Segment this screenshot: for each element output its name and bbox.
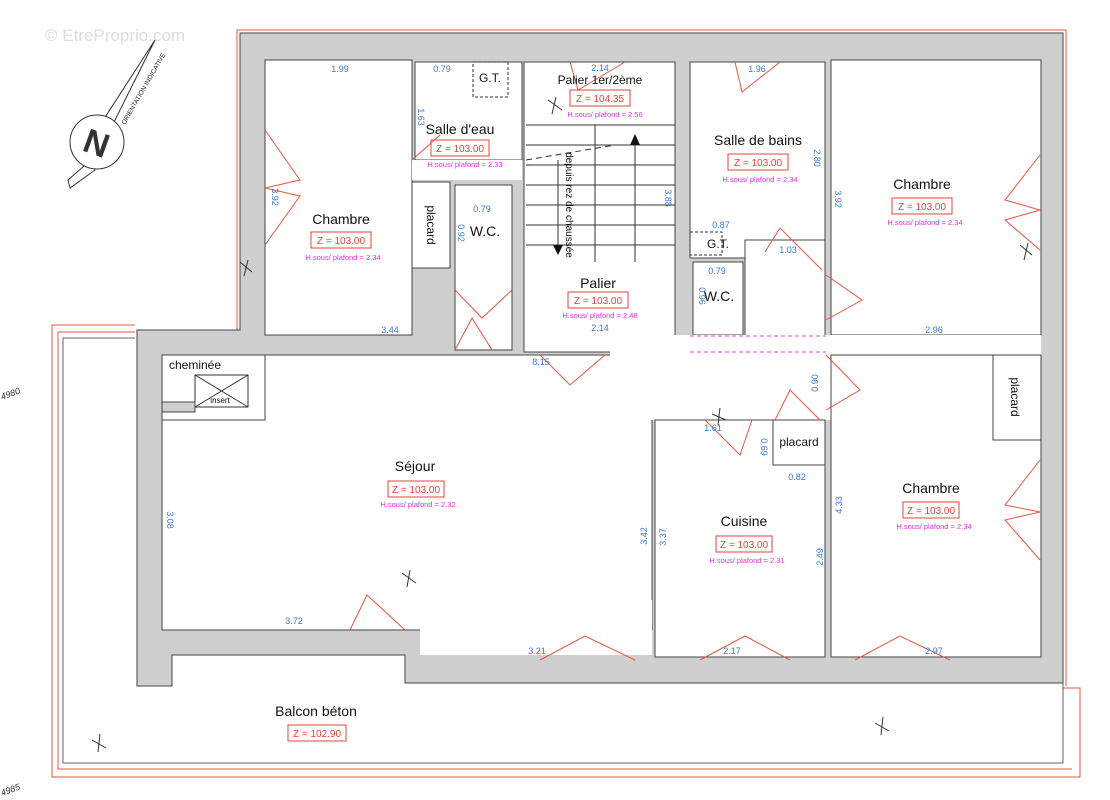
dimension: 3.92 [833, 190, 843, 208]
edge-label: 4985 [0, 781, 22, 798]
room-salle-eau: Salle d'eau Z = 103.00 H.sous/ plafond =… [426, 121, 503, 169]
dimension: 0.87 [712, 220, 730, 230]
ceiling-height: H.sous/ plafond = 2.34 [896, 522, 971, 531]
room-chambre-se: Chambre Z = 103.00 H.sous/ plafond = 2.3… [896, 480, 971, 531]
stair-direction-label: depuis rez de chaussée [563, 152, 574, 258]
room-name: Chambre [312, 211, 370, 227]
dimension: 2.96 [925, 325, 943, 335]
room-sejour: Séjour Z = 103.00 H.sous/ plafond = 2.32 [380, 458, 455, 509]
dimension: 2.97 [925, 646, 943, 656]
elevation: Z = 103.00 [574, 296, 623, 307]
elevation: Z = 102.90 [293, 729, 342, 740]
room-gt: G.T. [479, 71, 501, 85]
dimension: 1.63 [416, 108, 426, 126]
room-placard: placard [1008, 377, 1022, 416]
dimension: 3.72 [285, 616, 303, 626]
elevation: Z = 103.00 [898, 202, 947, 213]
ceiling-height: H.sous/ plafond = 2.31 [709, 556, 784, 565]
dimensions: 1.99 0.79 1.63 3.92 0.79 0.92 3.44 8.15 … [165, 63, 943, 656]
room-name: Balcon béton [275, 703, 357, 719]
compass: N ORIENTATION INDICATIVE [67, 39, 168, 189]
dimension: 3.08 [165, 511, 175, 529]
room-cuisine: Cuisine Z = 103.00 H.sous/ plafond = 2.3… [709, 513, 784, 565]
elevation: Z = 103.00 [317, 236, 366, 247]
staircase [525, 124, 675, 262]
dimension: 2.14 [591, 323, 609, 333]
floors [161, 59, 1042, 658]
room-chambre-nw: Chambre Z = 103.00 H.sous/ plafond = 2.3… [305, 211, 380, 262]
dimension: 2.80 [812, 149, 822, 167]
dimension: 3.44 [381, 325, 399, 335]
dimension: 4.33 [834, 496, 844, 514]
gt1-shaft [472, 61, 509, 98]
ceiling-height: H.sous/ plafond = 2.48 [562, 311, 637, 320]
ceiling-height: H.sous/ plafond = 2.56 [567, 110, 642, 119]
room-palier-haut: Palier 1er/2ème Z = 104.35 H.sous/ plafo… [558, 73, 643, 119]
dimension: 0.90 [810, 374, 820, 392]
ceiling-height: H.sous/ plafond = 2.34 [305, 253, 380, 262]
room-name: Salle d'eau [426, 121, 495, 137]
room-wc: W.C. [470, 223, 500, 239]
room-name: Chambre [893, 176, 951, 192]
dimension: 0.79 [473, 204, 491, 214]
elevation: Z = 103.00 [436, 144, 485, 155]
room-name: Cuisine [721, 513, 768, 529]
room-name: Chambre [902, 480, 960, 496]
room-placard: placard [424, 205, 438, 244]
fireplace [161, 374, 249, 413]
dimension: 8.15 [532, 357, 550, 367]
dimension: 0.79 [708, 266, 726, 276]
room-balcon: Balcon béton Z = 102.90 [275, 703, 357, 742]
dimension: 1.96 [748, 64, 766, 74]
room-palier: Palier Z = 103.00 H.sous/ plafond = 2.48 [562, 275, 637, 320]
gt2-shaft [689, 231, 723, 256]
ceiling-light-marks [91, 96, 1033, 753]
dimension: 3.37 [658, 528, 668, 546]
dimension: 3.92 [270, 188, 280, 206]
room-chambre-ne: Chambre Z = 103.00 H.sous/ plafond = 2.3… [887, 176, 962, 227]
dimension: 0.92 [456, 224, 466, 242]
elevation: Z = 103.00 [734, 158, 783, 169]
dimension: 1.61 [704, 423, 722, 433]
room-name: Palier 1er/2ème [558, 73, 643, 87]
room-placard: placard [779, 435, 818, 449]
dimension: 1.99 [331, 64, 349, 74]
dimension: 2.49 [815, 548, 825, 566]
dimension: 1.03 [779, 245, 797, 255]
room-name: Salle de bains [714, 132, 802, 148]
insert-label: insert [210, 396, 230, 405]
elevation: Z = 103.00 [720, 540, 769, 551]
ceiling-height: H.sous/ plafond = 2.32 [380, 500, 455, 509]
ceiling-height: H.sous/ plafond = 2.34 [887, 218, 962, 227]
dimension: 3.21 [528, 646, 546, 656]
ceiling-height: H.sous/ plafond = 2.33 [427, 160, 502, 169]
dimension: 3.88 [663, 189, 673, 207]
dimension: 0.82 [788, 472, 806, 482]
ceiling-height: H.sous/ plafond = 2.34 [722, 175, 797, 184]
dimension: 2.14 [591, 63, 609, 73]
room-salle-bains: Salle de bains Z = 103.00 H.sous/ plafon… [714, 132, 802, 184]
elevation: Z = 104.35 [576, 94, 625, 105]
dimension: 0.96 [697, 287, 707, 305]
edge-label: 4980 [0, 386, 22, 402]
dimension: 0.79 [433, 64, 451, 74]
room-name: Séjour [395, 458, 436, 474]
room-name: Palier [580, 275, 616, 291]
dimension: 2.17 [723, 646, 741, 656]
elevation: Z = 103.00 [907, 506, 956, 517]
room-cheminee: cheminée [169, 358, 221, 372]
doors [264, 61, 1042, 661]
dimension: 0.69 [759, 438, 769, 456]
room-wc: W.C. [704, 288, 734, 304]
elevation: Z = 103.00 [392, 485, 441, 496]
room-gt: G.T. [707, 237, 729, 251]
watermark: © EtreProprio.com [45, 26, 185, 45]
dimension: 3.42 [639, 527, 649, 545]
